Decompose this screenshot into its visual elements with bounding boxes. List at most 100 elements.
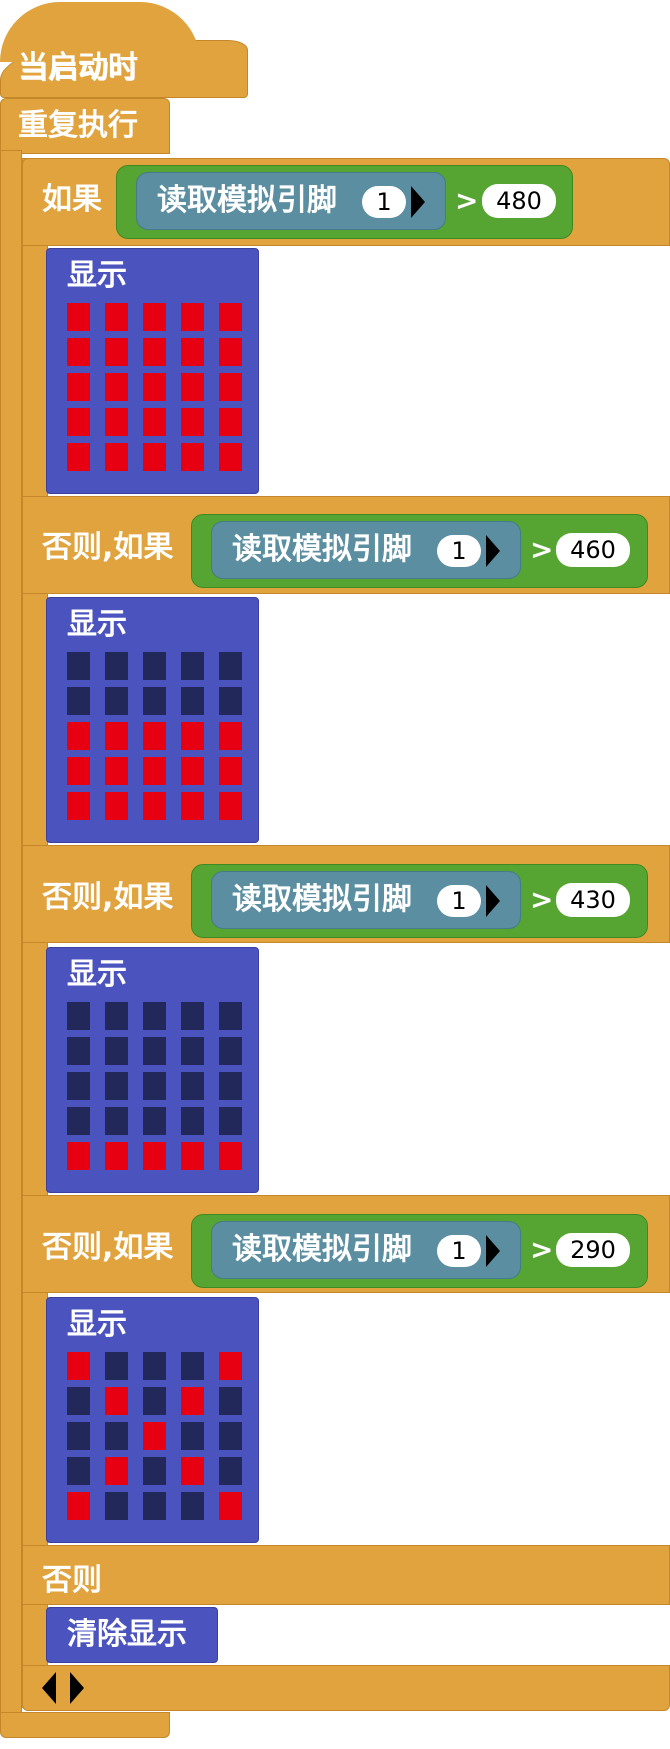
led-cell[interactable]	[143, 1457, 166, 1485]
led-cell[interactable]	[181, 1072, 204, 1100]
led-cell[interactable]	[105, 1037, 128, 1065]
led-cell[interactable]	[67, 1072, 90, 1100]
led-cell[interactable]	[143, 1107, 166, 1135]
led-cell[interactable]	[105, 1002, 128, 1030]
led-cell[interactable]	[67, 1492, 90, 1520]
led-cell[interactable]	[67, 652, 90, 680]
led-cell[interactable]	[219, 792, 242, 820]
pin-dropdown[interactable]: 1	[437, 885, 481, 917]
led-cell[interactable]	[105, 1387, 128, 1415]
pin-dropdown[interactable]: 1	[362, 186, 406, 218]
led-cell[interactable]	[67, 408, 90, 436]
led-cell[interactable]	[181, 303, 204, 331]
led-cell[interactable]	[181, 1107, 204, 1135]
led-cell[interactable]	[105, 1107, 128, 1135]
led-cell[interactable]	[181, 1492, 204, 1520]
led-cell[interactable]	[67, 303, 90, 331]
led-cell[interactable]	[143, 1492, 166, 1520]
led-cell[interactable]	[143, 1037, 166, 1065]
led-cell[interactable]	[143, 373, 166, 401]
led-cell[interactable]	[105, 792, 128, 820]
led-cell[interactable]	[105, 1142, 128, 1170]
dropdown-arrow-icon[interactable]	[411, 186, 425, 218]
display-block-2[interactable]: 显示	[46, 597, 259, 843]
led-cell[interactable]	[67, 1352, 90, 1380]
led-cell[interactable]	[67, 722, 90, 750]
display-block-3[interactable]: 显示	[46, 947, 259, 1193]
dropdown-arrow-icon[interactable]	[486, 885, 500, 917]
led-cell[interactable]	[67, 1037, 90, 1065]
led-cell[interactable]	[181, 757, 204, 785]
led-matrix[interactable]	[67, 303, 242, 471]
led-cell[interactable]	[143, 687, 166, 715]
analog-read-block-4[interactable]: 读取模拟引脚 1	[211, 1221, 521, 1279]
led-cell[interactable]	[105, 1422, 128, 1450]
led-cell[interactable]	[67, 757, 90, 785]
dropdown-arrow-icon[interactable]	[486, 535, 500, 567]
led-cell[interactable]	[181, 338, 204, 366]
dropdown-arrow-icon[interactable]	[486, 1235, 500, 1267]
led-cell[interactable]	[105, 1072, 128, 1100]
led-cell[interactable]	[67, 1142, 90, 1170]
mutator-remove-icon[interactable]	[42, 1672, 56, 1704]
led-cell[interactable]	[219, 443, 242, 471]
compare-value-input[interactable]: 480	[482, 184, 556, 218]
analog-read-block-2[interactable]: 读取模拟引脚 1	[211, 521, 521, 579]
led-cell[interactable]	[143, 1352, 166, 1380]
led-cell[interactable]	[67, 792, 90, 820]
led-cell[interactable]	[219, 408, 242, 436]
led-cell[interactable]	[219, 652, 242, 680]
led-cell[interactable]	[219, 722, 242, 750]
led-cell[interactable]	[67, 687, 90, 715]
led-cell[interactable]	[181, 1422, 204, 1450]
led-cell[interactable]	[181, 687, 204, 715]
mutator-add-icon[interactable]	[70, 1672, 84, 1704]
else-row[interactable]	[22, 1545, 670, 1605]
led-cell[interactable]	[181, 1457, 204, 1485]
led-cell[interactable]	[219, 1037, 242, 1065]
led-cell[interactable]	[219, 1422, 242, 1450]
led-cell[interactable]	[181, 443, 204, 471]
compare-value-input[interactable]: 460	[556, 533, 630, 567]
analog-read-block-1[interactable]: 读取模拟引脚 1	[136, 172, 446, 230]
led-cell[interactable]	[67, 338, 90, 366]
led-cell[interactable]	[181, 722, 204, 750]
led-cell[interactable]	[181, 1037, 204, 1065]
analog-read-block-3[interactable]: 读取模拟引脚 1	[211, 871, 521, 929]
led-cell[interactable]	[219, 1352, 242, 1380]
led-cell[interactable]	[143, 792, 166, 820]
led-cell[interactable]	[105, 757, 128, 785]
led-cell[interactable]	[105, 303, 128, 331]
led-cell[interactable]	[105, 373, 128, 401]
led-cell[interactable]	[143, 757, 166, 785]
led-matrix[interactable]	[67, 652, 242, 820]
led-cell[interactable]	[181, 408, 204, 436]
display-block-4[interactable]: 显示	[46, 1297, 259, 1543]
led-cell[interactable]	[67, 443, 90, 471]
led-cell[interactable]	[105, 1352, 128, 1380]
led-cell[interactable]	[105, 1457, 128, 1485]
led-cell[interactable]	[105, 408, 128, 436]
led-cell[interactable]	[219, 1457, 242, 1485]
led-cell[interactable]	[143, 443, 166, 471]
led-cell[interactable]	[105, 1492, 128, 1520]
led-cell[interactable]	[143, 1142, 166, 1170]
led-cell[interactable]	[143, 722, 166, 750]
led-cell[interactable]	[67, 373, 90, 401]
compare-value-input[interactable]: 290	[556, 1233, 630, 1267]
led-cell[interactable]	[219, 1072, 242, 1100]
led-cell[interactable]	[143, 1422, 166, 1450]
led-cell[interactable]	[219, 338, 242, 366]
led-cell[interactable]	[219, 1142, 242, 1170]
led-cell[interactable]	[219, 1107, 242, 1135]
led-cell[interactable]	[219, 757, 242, 785]
led-cell[interactable]	[105, 338, 128, 366]
led-cell[interactable]	[219, 303, 242, 331]
led-cell[interactable]	[181, 1002, 204, 1030]
pin-dropdown[interactable]: 1	[437, 535, 481, 567]
led-cell[interactable]	[105, 687, 128, 715]
led-cell[interactable]	[181, 652, 204, 680]
display-block-1[interactable]: 显示	[46, 248, 259, 494]
led-cell[interactable]	[67, 1002, 90, 1030]
led-cell[interactable]	[219, 1492, 242, 1520]
